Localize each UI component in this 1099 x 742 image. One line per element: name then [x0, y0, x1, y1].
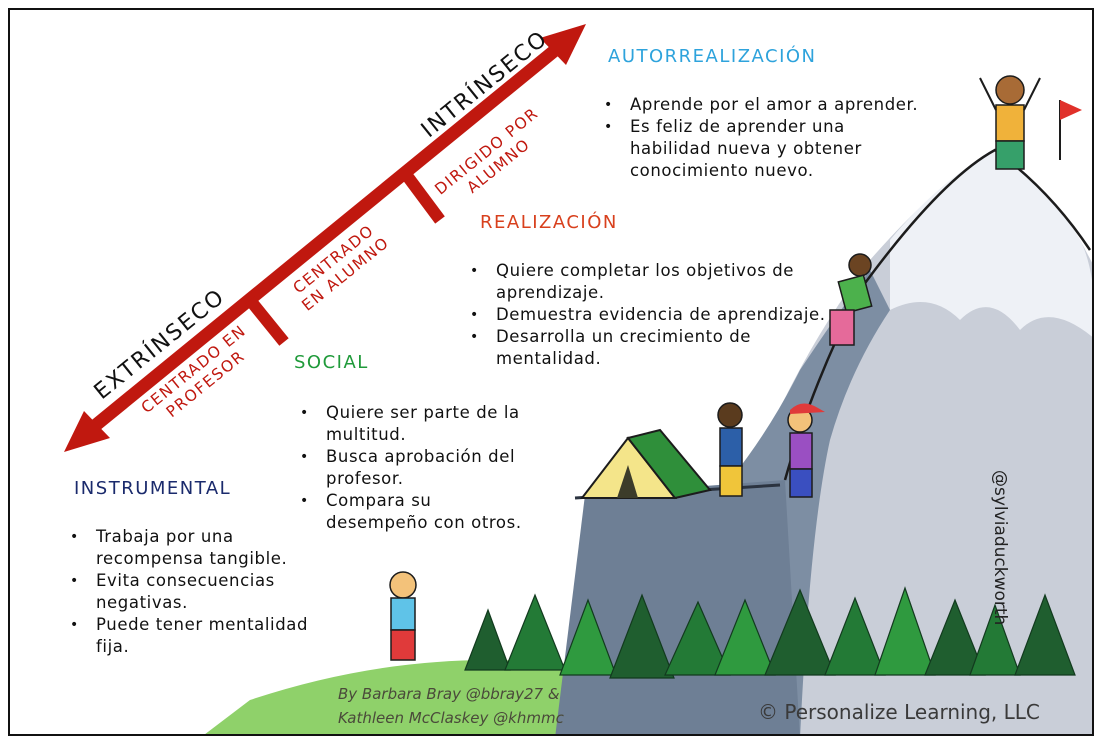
child-figure-icon	[389, 75, 1041, 661]
list-item: Quiere ser parte de la multitud.	[300, 402, 526, 446]
pine-tree-icon	[464, 586, 1076, 679]
artist-credit: @sylviaduckworth	[990, 470, 1010, 626]
autorrealizacion-title: AUTORREALIZACIÓN	[608, 46, 817, 67]
copyright-credit: © Personalize Learning, LLC	[758, 700, 1040, 724]
autorrealizacion-list: Aprende por el amor a aprender. Es feliz…	[602, 94, 920, 182]
list-item: Puede tener mentalidad fija.	[70, 614, 336, 658]
list-item: Desarrolla un crecimiento de mentalidad.	[470, 326, 826, 370]
list-item: Evita consecuencias negativas.	[70, 570, 336, 614]
flag-icon	[1059, 100, 1082, 160]
social-list: Quiere ser parte de la multitud. Busca a…	[298, 402, 526, 534]
tent-icon	[579, 428, 712, 500]
authors-credit: By Barbara Bray @bbray27 & Kathleen McCl…	[338, 685, 564, 727]
instrumental-title: INSTRUMENTAL	[74, 478, 232, 499]
motivation-arrow	[64, 24, 586, 452]
realizacion-list: Quiere completar los objetivos de aprend…	[468, 260, 826, 370]
list-item: Trabaja por una recompensa tangible.	[70, 526, 336, 570]
list-item: Es feliz de aprender una habilidad nueva…	[604, 116, 920, 182]
realizacion-title: REALIZACIÓN	[480, 212, 618, 233]
list-item: Busca aprobación del profesor.	[300, 446, 526, 490]
mountain-illustration	[64, 24, 1092, 734]
list-item: Quiere completar los objetivos de aprend…	[470, 260, 826, 304]
list-item: Aprende por el amor a aprender.	[604, 94, 920, 116]
instrumental-list: Trabaja por una recompensa tangible. Evi…	[68, 526, 336, 658]
social-title: SOCIAL	[294, 352, 369, 373]
list-item: Demuestra evidencia de aprendizaje.	[470, 304, 826, 326]
list-item: Compara su desempeño con otros.	[300, 490, 526, 534]
